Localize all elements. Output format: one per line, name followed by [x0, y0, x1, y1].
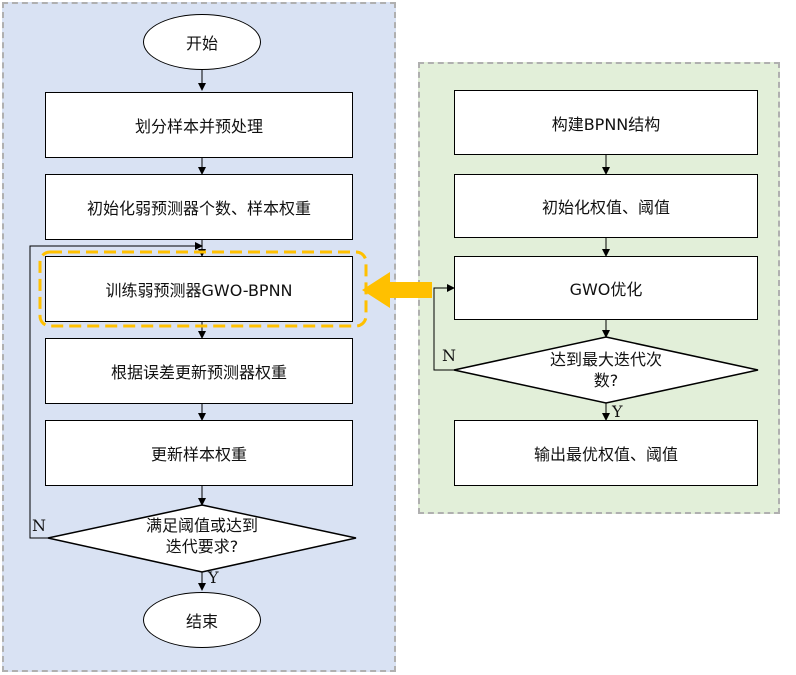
step-init-weak-predictors: 初始化弱预测器个数、样本权重	[45, 174, 353, 240]
right-decision-line2: 数?	[593, 371, 619, 390]
left-no-label: N	[32, 516, 46, 535]
loop-back-no-right	[433, 284, 455, 371]
step-update-sample-weights: 更新样本权重	[45, 420, 353, 486]
right-yes-label: Y	[612, 402, 623, 421]
step-split-samples: 划分样本并预处理	[45, 92, 353, 158]
right-no-label: N	[442, 346, 456, 365]
step-init-weights-thresholds: 初始化权值、阈值	[454, 174, 758, 238]
step-update-predictor-weights: 根据误差更新预测器权重	[45, 338, 353, 404]
right-decision-line1: 达到最大迭代次	[549, 350, 662, 369]
step-gwo-optimize: GWO优化	[454, 256, 758, 320]
end-node: 结束	[143, 592, 261, 648]
left-yes-label: Y	[208, 568, 219, 587]
left-decision-diamond	[47, 504, 357, 573]
left-decision-line1: 满足阈值或达到	[145, 516, 258, 535]
step-train-gwo-bpnn: 训练弱预测器GWO-BPNN	[45, 256, 353, 322]
loop-back-no-left	[29, 242, 203, 539]
right-decision-diamond	[453, 336, 759, 404]
left-decision-line2: 迭代要求?	[165, 537, 239, 556]
start-node: 开始	[143, 14, 261, 70]
step-output-best-weights: 输出最优权值、阈值	[454, 420, 758, 486]
step-build-bpnn: 构建BPNN结构	[454, 90, 758, 155]
highlight-arrow	[362, 272, 432, 308]
